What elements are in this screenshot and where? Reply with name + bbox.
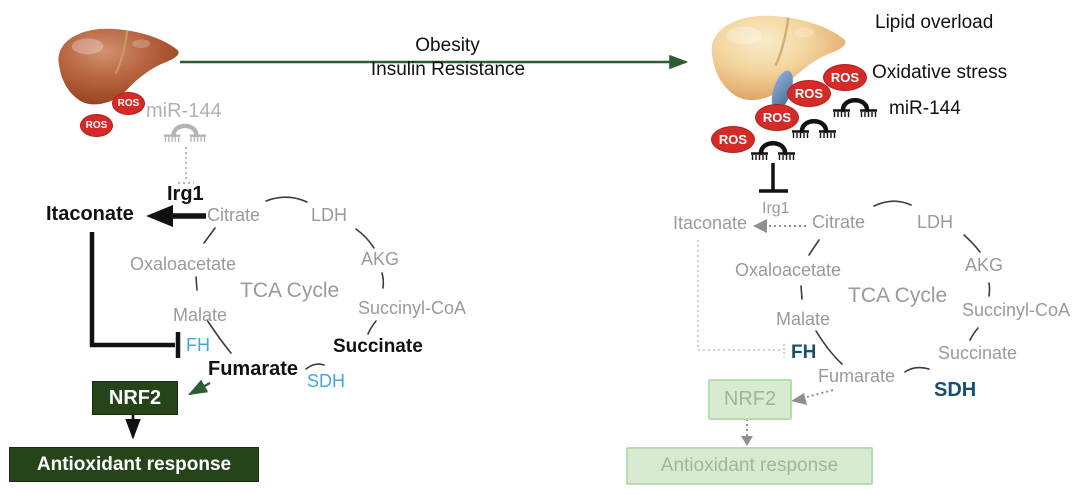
mir144-label-right: miR-144: [889, 98, 961, 119]
tca-cycle-title-left: TCA Cycle: [240, 279, 340, 302]
succinyl-coa-label-left: Succinyl-CoA: [358, 298, 467, 318]
ldh-label-right: LDH: [917, 212, 954, 232]
sdh-label-left: SDH: [307, 371, 346, 391]
itaconate-fh-dotted-inhibition-right: [697, 240, 785, 357]
fumarate-label-right: Fumarate: [818, 366, 896, 386]
citrate-itaconate-arrow-left: [146, 205, 206, 227]
oxaloacetate-label-left: Oxaloacetate: [130, 254, 237, 274]
lipid-overload-label: Lipid overload: [875, 12, 994, 33]
malate-label-right: Malate: [776, 309, 831, 329]
banner-obesity-label: Obesity: [415, 35, 480, 56]
irg1-label-right: Irg1: [762, 200, 790, 217]
nrf2-box-right: NRF2: [708, 379, 792, 420]
fatty-liver-icon: [710, 14, 847, 111]
mirna-hairpin-icon-right-3: [833, 100, 877, 117]
citrate-label-right: Citrate: [812, 212, 866, 232]
malate-label-left: Malate: [173, 305, 228, 325]
citrate-itaconate-dotted-arrow-right: [753, 219, 806, 233]
succinyl-coa-label-right: Succinyl-CoA: [962, 300, 1071, 320]
fumarate-nrf2-arrow-left: [187, 379, 211, 396]
tca-cycle-arcs-left: [195, 196, 385, 370]
fh-label-right: FH: [791, 342, 817, 363]
banner-insulin-resistance-label: Insulin Resistance: [370, 59, 526, 80]
itaconate-label-right: Itaconate: [673, 213, 748, 233]
ros-badge: ROS: [711, 126, 755, 153]
oxaloacetate-label-right: Oxaloacetate: [735, 260, 842, 280]
mir144-label-left: miR-144: [146, 100, 222, 122]
citrate-label-left: Citrate: [207, 205, 261, 225]
mirna-hairpin-icon-right-2: [792, 121, 836, 138]
fumarate-label-left: Fumarate: [208, 358, 299, 380]
mir144-irg1-dotted-inhibition-left: [178, 147, 194, 184]
ros-badge: ROS: [80, 114, 113, 137]
ros-badge: ROS: [787, 80, 831, 107]
oxidative-stress-label: Oxidative stress: [872, 62, 1008, 83]
antioxidant-response-box-left: Antioxidant response: [9, 447, 259, 482]
ros-badge: ROS: [823, 64, 867, 91]
sdh-label-right: SDH: [934, 379, 977, 401]
akg-label-right: AKG: [965, 255, 1004, 275]
fumarate-nrf2-dotted-arrow-right: [791, 389, 834, 405]
itaconate-label-left: Itaconate: [46, 203, 134, 225]
succinate-label-right: Succinate: [938, 343, 1018, 363]
antioxidant-response-box-right: Antioxidant response: [626, 447, 873, 485]
akg-label-left: AKG: [361, 249, 400, 269]
gallbladder-icon: [771, 70, 793, 111]
ldh-label-left: LDH: [311, 205, 348, 225]
mirna-hairpin-icon-left: [164, 126, 206, 142]
tca-cycle-title-right: TCA Cycle: [848, 284, 948, 307]
tca-cycle-arcs-right: [800, 200, 991, 373]
mir144-irg1-inhibition-right: [759, 163, 788, 193]
ros-badge: ROS: [112, 92, 145, 115]
irg1-label-left: Irg1: [167, 183, 204, 205]
mirna-hairpin-icon-right-1: [751, 143, 795, 160]
ros-badge: ROS: [755, 104, 799, 131]
itaconate-fh-inhibition-left: [89, 232, 181, 358]
nrf2-antioxidant-dotted-arrow-right: [741, 419, 753, 446]
fh-label-left: FH: [186, 335, 210, 355]
nrf2-box-left: NRF2: [92, 381, 178, 415]
succinate-label-left: Succinate: [333, 336, 423, 357]
